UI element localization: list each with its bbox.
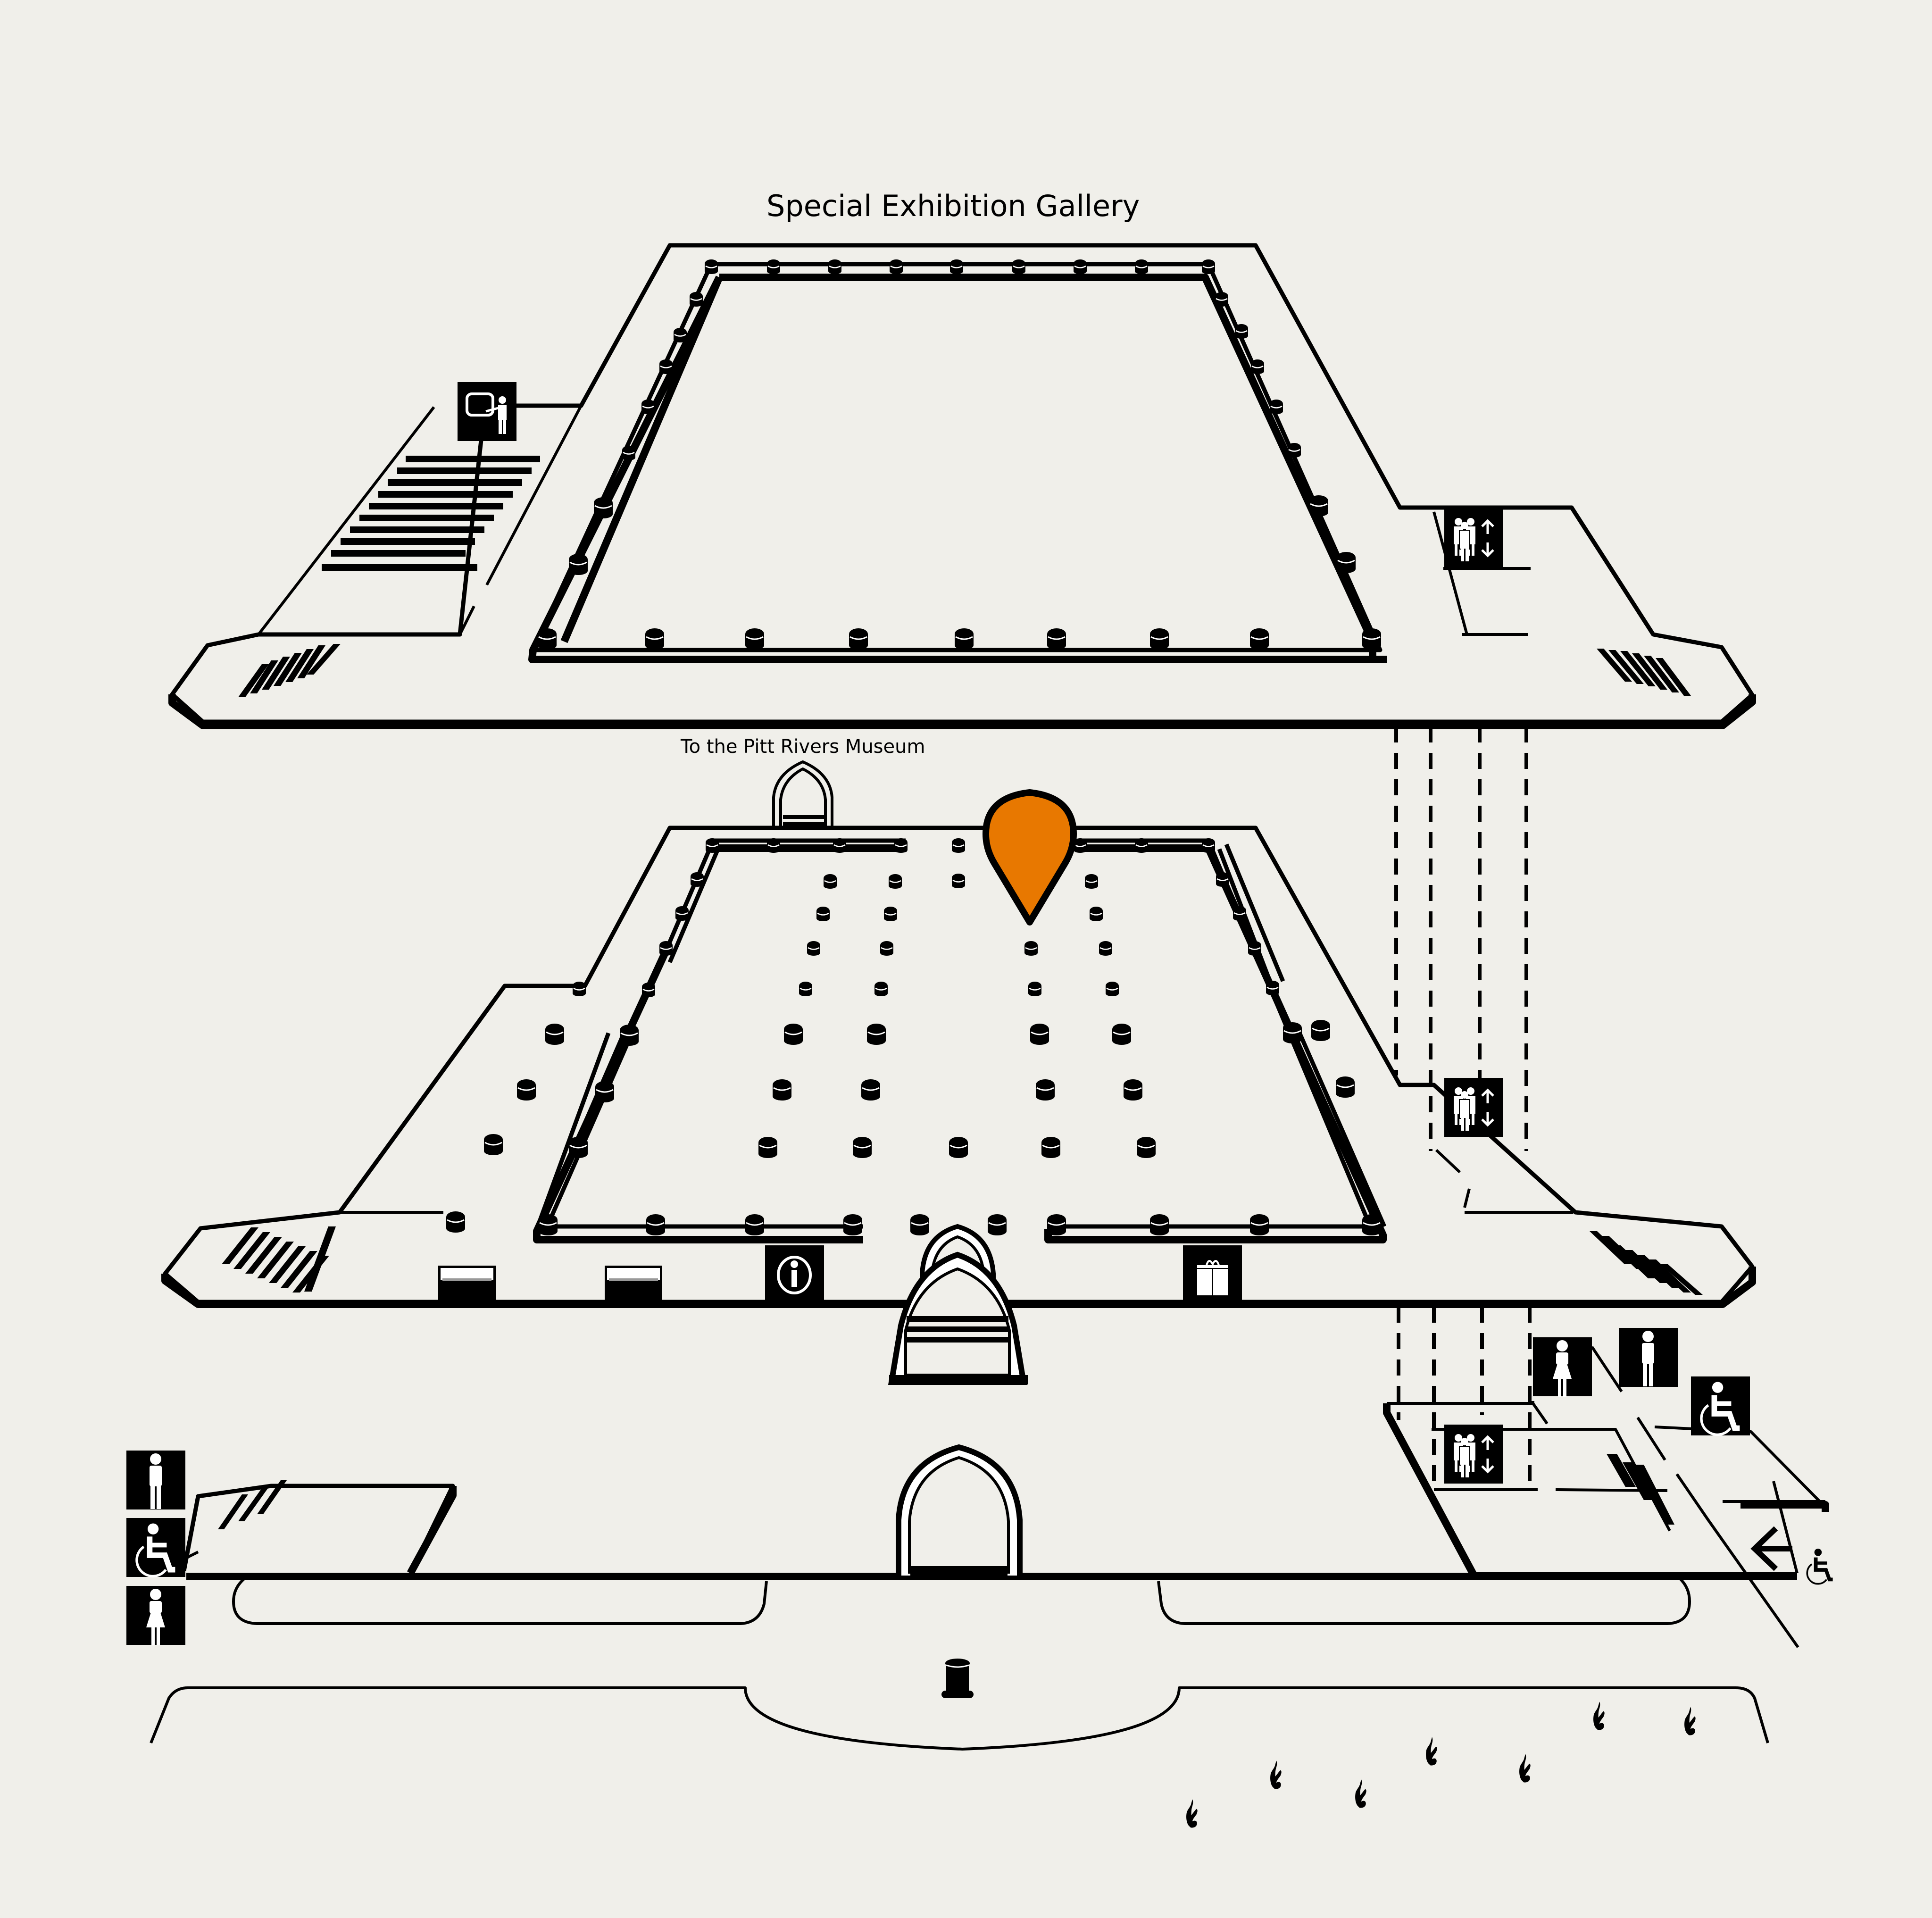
dinosaur-footprints xyxy=(1186,1701,1696,1828)
pitt-rivers-doorway[interactable] xyxy=(772,760,833,828)
entrance-arch[interactable] xyxy=(896,1444,1023,1576)
lecture-theatre-icon[interactable] xyxy=(458,382,516,441)
toilet-female-icon[interactable] xyxy=(126,1586,185,1645)
toilet-male-icon[interactable] xyxy=(1619,1328,1678,1387)
accessible-entrance-icon[interactable] xyxy=(1750,1526,1833,1584)
lift-icon[interactable] xyxy=(1444,1078,1503,1137)
accessible-toilet-icon[interactable] xyxy=(1691,1376,1750,1435)
ground-floor xyxy=(126,1328,1833,1828)
statue-plinth-icon xyxy=(941,1659,974,1698)
lift-icon[interactable] xyxy=(1444,1425,1503,1484)
main-floor xyxy=(161,760,1756,1385)
toilet-female-icon[interactable] xyxy=(1533,1337,1592,1397)
toilet-male-icon[interactable] xyxy=(126,1451,185,1509)
gallery-doorway[interactable] xyxy=(438,1266,496,1303)
current-location-pin[interactable] xyxy=(983,789,1077,926)
information-icon[interactable] xyxy=(765,1245,824,1304)
accessible-toilet-icon[interactable] xyxy=(126,1518,185,1577)
gallery-doorway[interactable] xyxy=(605,1266,662,1303)
lift-icon[interactable] xyxy=(1444,509,1503,567)
pitt-rivers-link-label[interactable]: To the Pitt Rivers Museum xyxy=(681,736,925,758)
lift-shaft-lines xyxy=(1394,726,1532,1491)
upper-floor xyxy=(168,243,1756,729)
shop-gift-icon[interactable] xyxy=(1183,1245,1242,1304)
main-entrance-arch[interactable] xyxy=(888,1224,1028,1385)
upper-floor-title: Special Exhibition Gallery xyxy=(766,189,1140,223)
